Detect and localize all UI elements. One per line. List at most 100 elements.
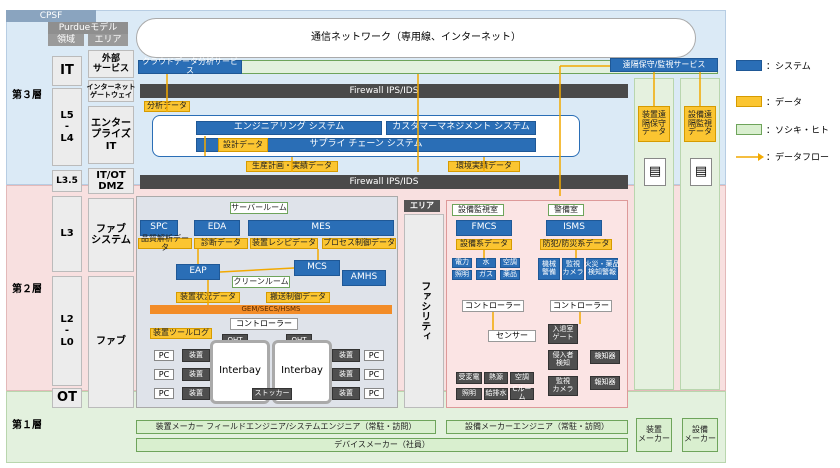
isms-system: ISMS xyxy=(546,220,602,236)
power-sub: 電力 xyxy=(452,258,472,268)
legend-system-swatch xyxy=(736,60,762,71)
water-sub: 水 xyxy=(476,258,496,268)
clean-room-label: クリーンルーム xyxy=(232,276,290,288)
aircon-unit: 空調 xyxy=(510,372,534,384)
customer-management-system: カスタマーマネジメント システム xyxy=(386,121,536,135)
pc-right-1: PC xyxy=(364,350,384,361)
transport-control-data: 搬送制御データ xyxy=(266,292,330,303)
level-l2-l0: L2 - L0 xyxy=(52,276,82,386)
facility-engineer-org: 設備メーカーエンジニア（常駐・訪問） xyxy=(446,420,628,434)
level-ot: OT xyxy=(52,388,82,408)
area-fab: ファブ xyxy=(88,276,134,408)
detector-unit: 検知器 xyxy=(590,350,620,364)
process-control-data: プロセス制御データ xyxy=(322,238,396,249)
server-icon: ▤ xyxy=(690,158,712,186)
network-cloud: 通信ネットワーク（専用線、インターネット） xyxy=(136,18,696,58)
legend-org-label: ：ソシキ・ヒト xyxy=(766,126,830,136)
legend-flow-label: ：データフロー xyxy=(766,153,830,163)
area-fab-system: ファブ システム xyxy=(88,198,134,272)
cloud-analysis-service: クラウドデータ分析サービス xyxy=(138,57,242,75)
network-label: 通信ネットワーク（専用線、インターネット） xyxy=(311,32,521,44)
engineering-system: エンジニアリング システム xyxy=(196,121,382,135)
area-it-ot-dmz: IT/OT DMZ xyxy=(88,168,134,194)
sensor-box: センサー xyxy=(488,330,536,342)
cleanroom-unit: Cルーム xyxy=(510,385,534,401)
chemical-sub: 薬品 xyxy=(500,270,520,280)
facility-system-data: 設備系データ xyxy=(456,239,512,250)
remote-facility-data: 設備遠 隔監視 データ xyxy=(684,106,716,142)
layer3-label: 第３層 xyxy=(12,90,42,102)
legend-system-label: ：システム xyxy=(766,62,811,72)
aircon-sub: 空調 xyxy=(500,258,520,268)
remote-maintenance-service: 遠隔保守/監視サービス xyxy=(610,58,718,72)
field-engineer-org: 装置メーカー フィールドエンジニア/システムエンジニア（常駐・訪問） xyxy=(136,420,436,434)
level-it: IT xyxy=(52,56,82,86)
level-l3: L3 xyxy=(52,196,82,272)
equipment-maker-org: 装置 メーカー xyxy=(636,418,672,452)
gas-sub: ガス xyxy=(476,270,496,280)
fire-detection-sub: 火災・薬品 検知警報 xyxy=(585,258,620,280)
layer2-label: 第２層 xyxy=(12,284,42,296)
remote-equipment-data: 装置遠 隔保守 データ xyxy=(638,106,670,142)
entry-gate: 入退室 ゲート xyxy=(548,324,578,344)
equipment-left-1: 装置 xyxy=(182,349,210,362)
server-room-label: サーバールーム xyxy=(230,202,288,214)
surveillance-camera: 監視 カメラ xyxy=(548,376,578,396)
server-icon: ▤ xyxy=(644,158,666,186)
pc-right-2: PC xyxy=(364,369,384,380)
purdue-label: Purdueモデル xyxy=(48,22,128,34)
legend-data-label: ：データ xyxy=(766,98,803,108)
interbay-label-2: Interbay xyxy=(281,365,323,377)
level-l5-l4: L5 - L4 xyxy=(52,88,82,166)
area-facility: ファシリティ xyxy=(404,214,444,408)
amhs-system: AMHS xyxy=(342,270,386,286)
lighting-sub: 照明 xyxy=(452,270,472,280)
firewall-dmz: Firewall IPS/IDS xyxy=(140,175,628,189)
camera-sub: 監視 カメラ xyxy=(562,258,584,280)
facility-maker-org: 設備 メーカー xyxy=(682,418,718,452)
equipment-right-3: 装置 xyxy=(332,387,360,400)
protocol-bar: GEM/SECS/HSMS xyxy=(150,305,392,314)
equipment-left-3: 装置 xyxy=(182,387,210,400)
diagnostic-data: 診断データ xyxy=(194,238,248,249)
fmcs-system: FMCS xyxy=(456,220,512,236)
facility-controller-1: コントローラー xyxy=(462,300,524,312)
lighting-unit: 照明 xyxy=(456,388,482,400)
cpsf-label: CPSF xyxy=(6,10,96,22)
area-external-services: 外部 サービス xyxy=(88,50,134,78)
mes-system: MES xyxy=(248,220,394,236)
spc-system: SPC xyxy=(140,220,178,236)
tool-log-data: 装置ツールログ xyxy=(150,328,212,339)
recipe-data: 装置レシピデータ xyxy=(250,238,318,249)
water-supply-unit: 給排水 xyxy=(484,388,508,400)
pc-left-1: PC xyxy=(154,350,174,361)
substation: 受変電 xyxy=(456,372,482,384)
device-maker-org: デバイスメーカー（社員） xyxy=(136,438,628,452)
intruder-detection: 侵入者 検知 xyxy=(548,350,578,370)
legend-flow-arrow-icon xyxy=(736,153,764,161)
heat-source: 熱源 xyxy=(484,372,508,384)
stocker-unit: ストッカー xyxy=(252,388,292,400)
pc-right-3: PC xyxy=(364,388,384,399)
supply-chain-system: サプライ チェーン システム xyxy=(196,138,536,152)
level-l35: L3.5 xyxy=(52,170,82,192)
security-system-data: 防犯/防災系データ xyxy=(540,239,612,250)
layer1-label: 第１層 xyxy=(12,420,42,432)
area-enterprise-it: エンター プライズ IT xyxy=(88,106,134,164)
eap-system: EAP xyxy=(176,264,220,280)
area-column-label: エリア xyxy=(88,34,128,46)
mechanical-security-sub: 機械 警備 xyxy=(538,258,560,280)
pc-left-2: PC xyxy=(154,369,174,380)
legend-org-swatch xyxy=(736,124,762,135)
alarm-unit: 報知器 xyxy=(590,376,620,390)
firewall-gateway: Firewall IPS/IDS xyxy=(140,84,628,98)
design-data: 設計データ xyxy=(218,138,268,152)
security-room: 警備室 xyxy=(548,204,584,216)
mcs-system: MCS xyxy=(294,260,340,276)
eda-system: EDA xyxy=(194,220,240,236)
equipment-right-2: 装置 xyxy=(332,368,360,381)
area-internet-gateway: インターネット ゲートウェイ xyxy=(87,80,136,102)
pc-left-3: PC xyxy=(154,388,174,399)
facility-controller-2: コントローラー xyxy=(550,300,612,312)
